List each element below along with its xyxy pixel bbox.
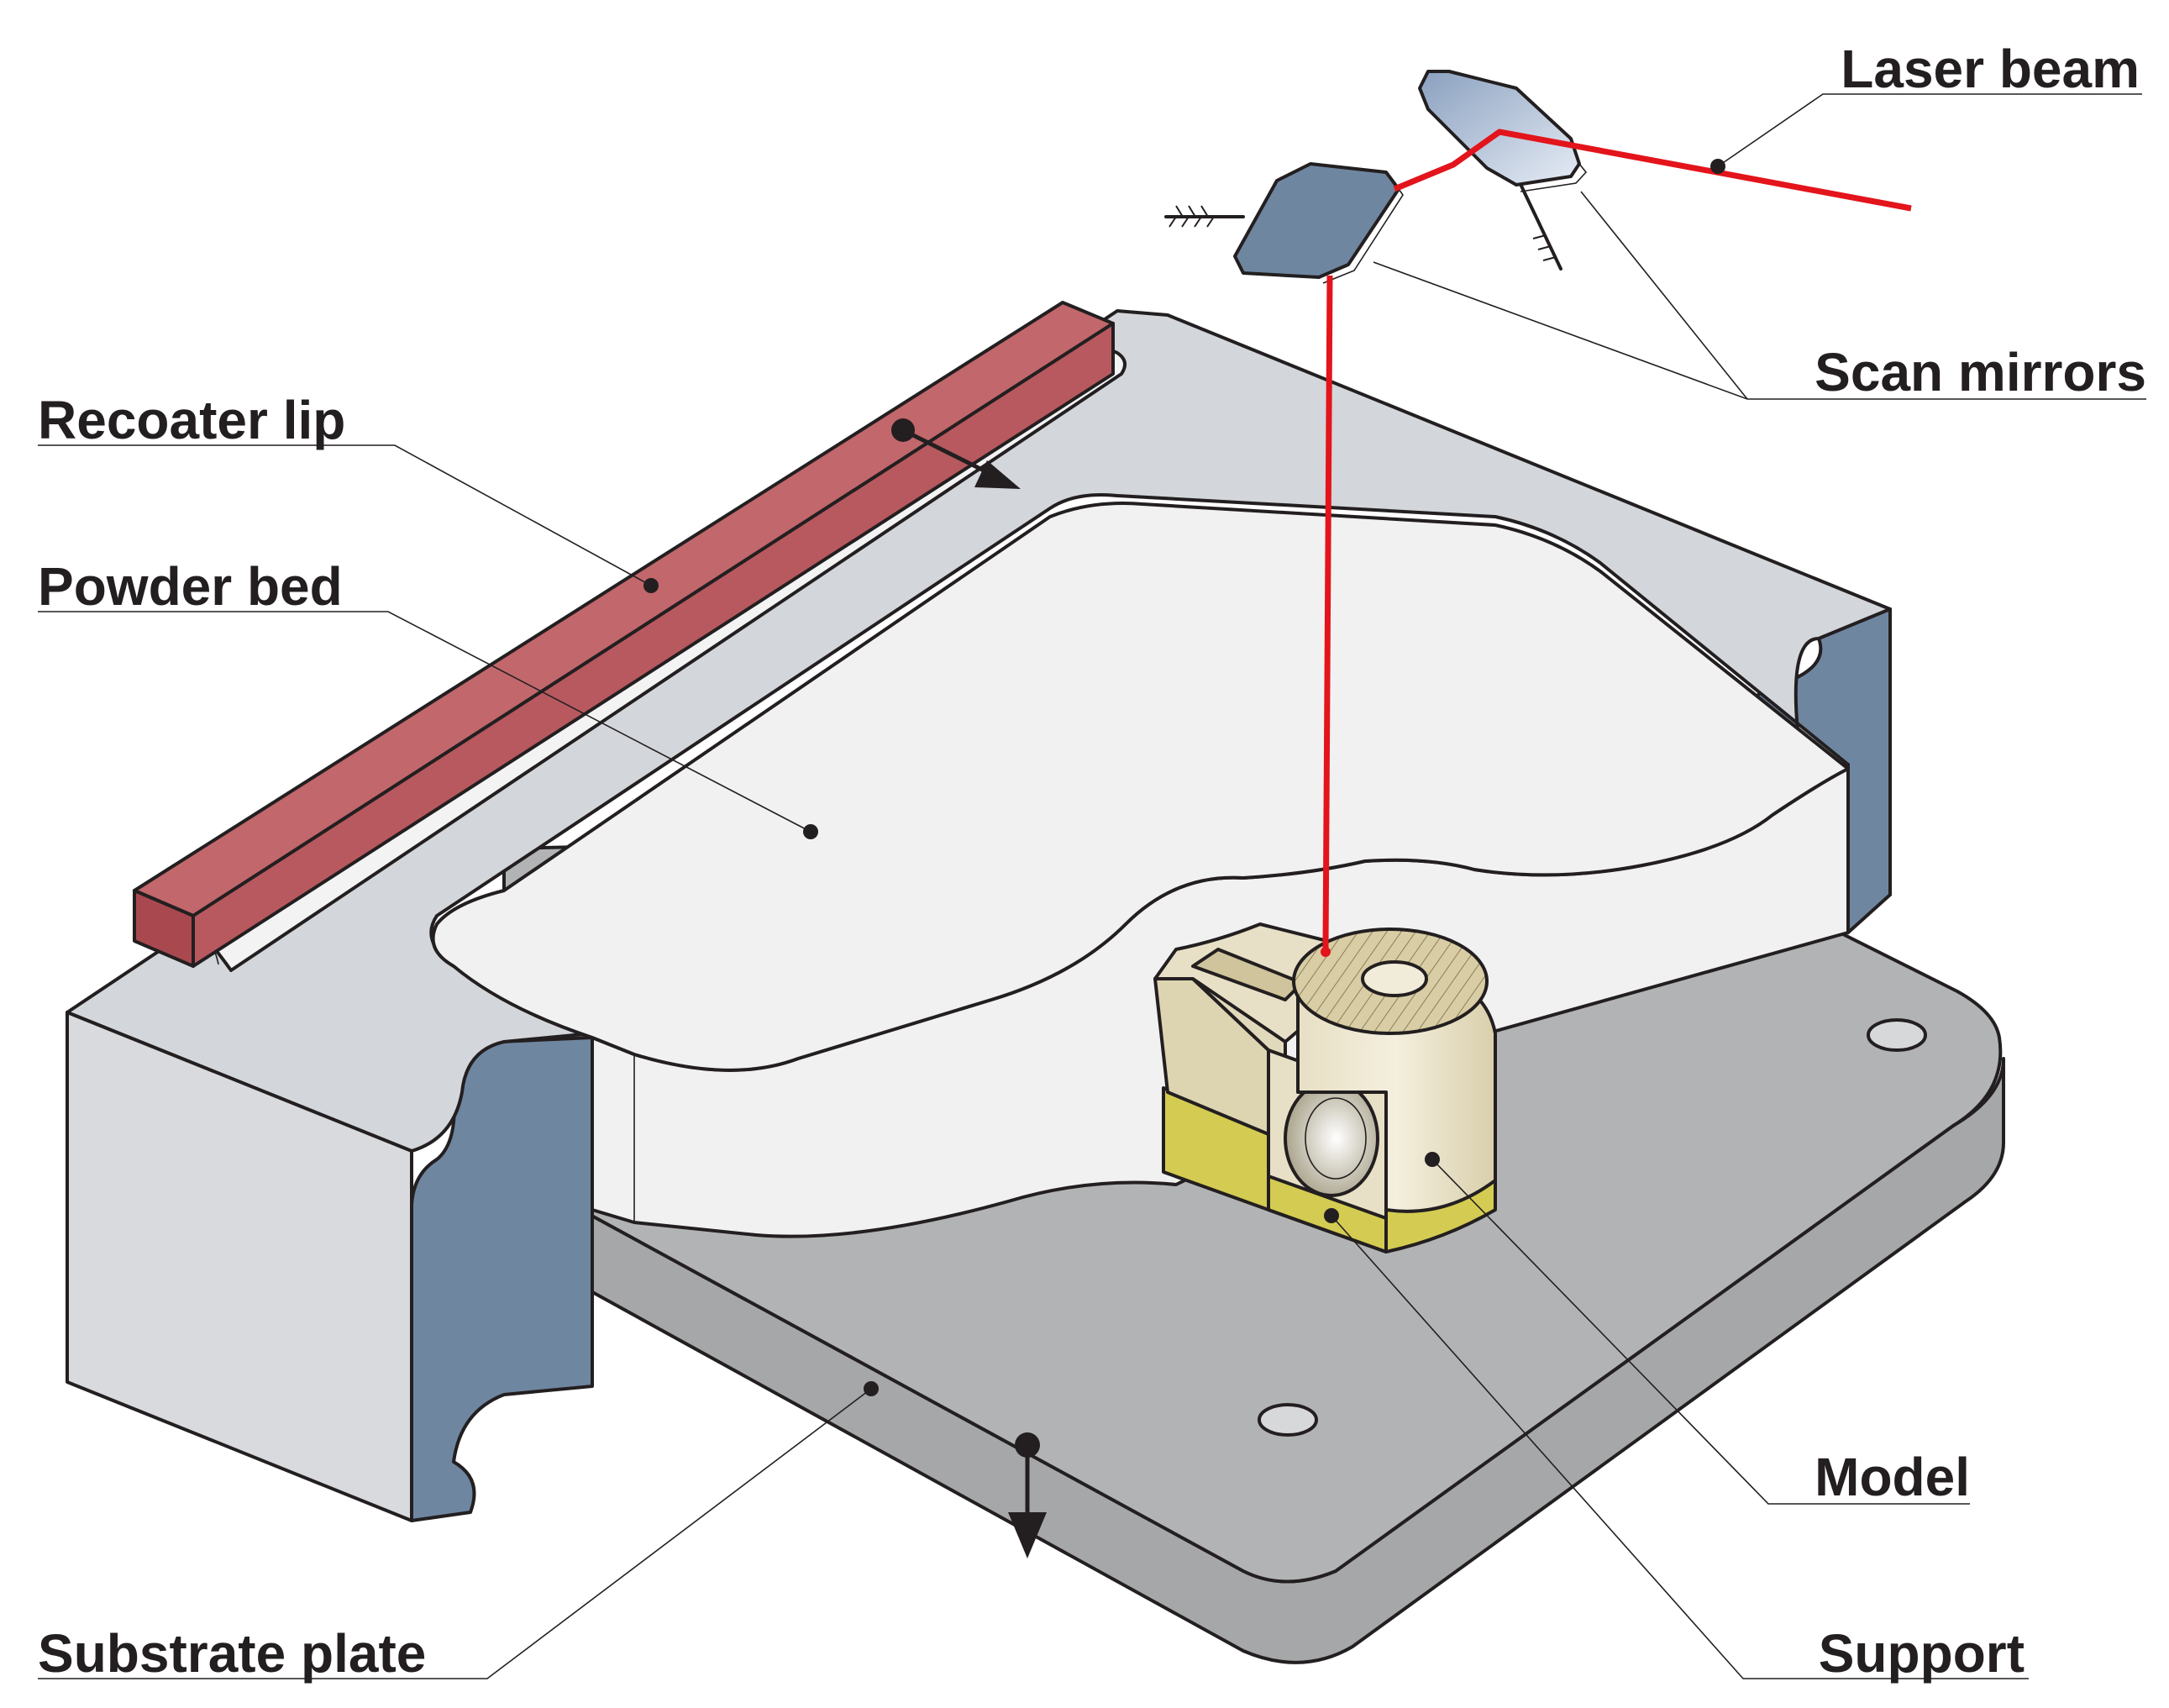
label-substrate-plate: Substrate plate [38,1623,426,1684]
mirror-glass [1418,70,1581,187]
laser-beam-vertical [1322,275,1333,950]
recoater-direction-arrow [891,418,1021,489]
leader-lines [38,93,2146,1679]
scan-mirrors [1164,70,1588,284]
chamber-front-face [66,1011,413,1522]
plate-hole [1258,1403,1318,1437]
powder-bed-top [431,502,1850,1072]
plate-hole [1867,1018,1927,1052]
recoater [133,301,1127,972]
laser-beam-path [1393,129,1912,212]
scan-mirror-upper [1418,70,1588,271]
mirror-glass [1233,162,1400,279]
scan-mirror-lower [1164,162,1404,284]
label-laser-beam: Laser beam [1841,39,2140,99]
label-powder-bed: Powder bed [38,556,343,617]
label-scan-mirrors: Scan mirrors [1815,342,2146,402]
substrate-direction-arrow [1008,1432,1047,1558]
label-model: Model [1815,1447,1970,1507]
laser-beam [1321,129,1912,957]
labels: Laser beam Scan mirrors Recoater lip Pow… [38,39,2146,1684]
model-part [1153,922,1497,1253]
recoater-lip-end [133,889,195,968]
model-top-hole [1361,960,1428,997]
label-support: Support [1819,1623,2025,1684]
label-recoater-lip: Recoater lip [38,390,345,450]
